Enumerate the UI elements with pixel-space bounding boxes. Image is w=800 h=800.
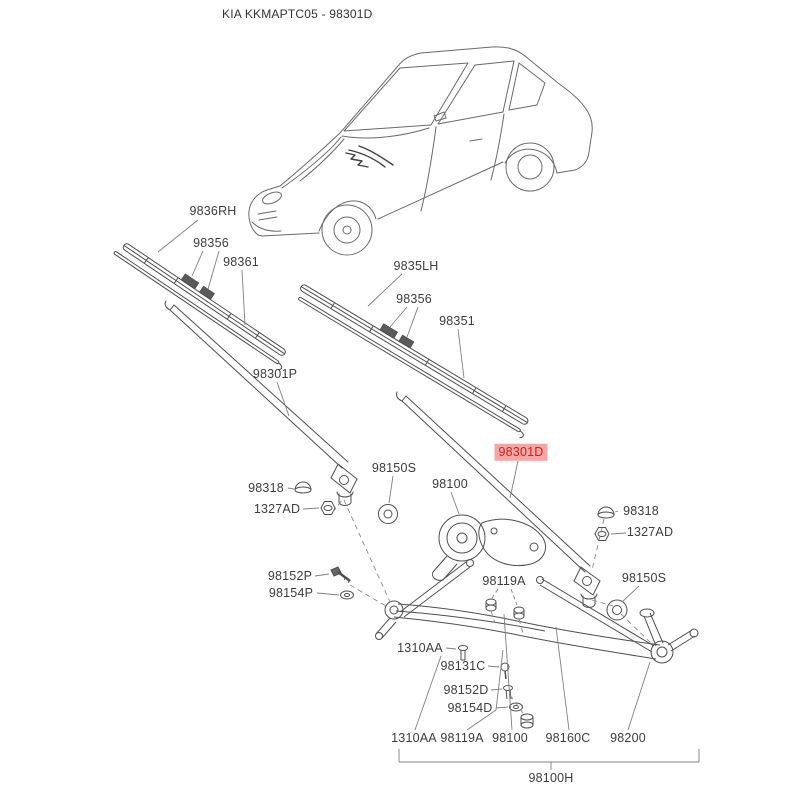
callout-row-98160C[interactable]: 98160C bbox=[545, 730, 591, 745]
callout-98301P[interactable]: 98301P bbox=[252, 366, 298, 381]
callout-98100H[interactable]: 98100H bbox=[528, 770, 574, 785]
linkage-frame bbox=[375, 561, 699, 664]
wiper-motor bbox=[431, 514, 546, 584]
callout-98351[interactable]: 98351 bbox=[439, 313, 475, 328]
windshield-wiper-detail bbox=[345, 145, 394, 168]
callout-98154D[interactable]: 98154D bbox=[447, 700, 493, 715]
callout-98154P[interactable]: 98154P bbox=[268, 585, 314, 600]
diagram-title: KIA KKMAPTC05 - 98301D bbox=[222, 7, 373, 21]
washer-98154P bbox=[340, 590, 354, 600]
nut-1327AD-left bbox=[320, 501, 336, 515]
blade-clip-lh bbox=[379, 323, 399, 339]
blade-clip-rh bbox=[180, 273, 200, 290]
blade-refill-rh bbox=[113, 251, 280, 365]
car-illustration bbox=[248, 46, 593, 256]
washer-98150S-right bbox=[606, 599, 628, 621]
callout-row-98119A[interactable]: 98119A bbox=[440, 730, 484, 745]
bolt-98152D bbox=[503, 685, 513, 700]
callout-1310AA[interactable]: 1310AA bbox=[397, 640, 443, 655]
callout-9836RH[interactable]: 9836RH bbox=[189, 203, 237, 218]
callout-row-98100[interactable]: 98100 bbox=[492, 730, 528, 745]
bolt-1310AA bbox=[458, 645, 468, 661]
callout-98150S-right[interactable]: 98150S bbox=[621, 570, 667, 585]
nut-1327AD-right bbox=[594, 527, 610, 541]
cap-98318-right bbox=[597, 506, 615, 519]
grommets-98119A bbox=[485, 598, 525, 620]
callout-98356-lh[interactable]: 98356 bbox=[396, 291, 432, 306]
assembly-guide-lines bbox=[332, 495, 653, 714]
callout-98318-right[interactable]: 98318 bbox=[623, 503, 659, 518]
callout-98152D[interactable]: 98152D bbox=[443, 682, 489, 697]
blade-clip-lh-2 bbox=[398, 334, 415, 349]
callout-1327AD-right[interactable]: 1327AD bbox=[626, 524, 674, 539]
callout-row-98200[interactable]: 98200 bbox=[610, 730, 646, 745]
cap-98318-left bbox=[294, 481, 312, 494]
wiper-blade-rh-assembly bbox=[113, 243, 286, 371]
callout-9835LH[interactable]: 9835LH bbox=[393, 258, 439, 273]
callout-98150S-left[interactable]: 98150S bbox=[371, 460, 417, 475]
bolt-98152P bbox=[330, 566, 351, 584]
callout-1327AD-left[interactable]: 1327AD bbox=[253, 501, 301, 516]
callout-98119A[interactable]: 98119A bbox=[482, 573, 526, 588]
washer-98150S-left bbox=[378, 504, 398, 524]
callout-98318-left[interactable]: 98318 bbox=[248, 480, 284, 495]
wiper-blade-lh-assembly bbox=[298, 284, 529, 439]
pivot-bushing bbox=[520, 713, 534, 729]
wiper-arm-passenger bbox=[396, 391, 601, 608]
callout-98100[interactable]: 98100 bbox=[432, 476, 468, 491]
callout-98356-rh[interactable]: 98356 bbox=[193, 235, 229, 250]
callout-98131C[interactable]: 98131C bbox=[440, 658, 486, 673]
callout-98301D-highlighted[interactable]: 98301D bbox=[494, 443, 548, 461]
wiper-arm-driver bbox=[164, 300, 358, 506]
blade-refill-lh bbox=[298, 296, 521, 433]
callout-98361[interactable]: 98361 bbox=[223, 254, 259, 269]
leader-lines bbox=[157, 219, 700, 770]
blade-clip-rh-2 bbox=[198, 285, 215, 301]
callout-row-1310AA[interactable]: 1310AA bbox=[391, 730, 437, 745]
callout-98152P[interactable]: 98152P bbox=[267, 568, 313, 583]
